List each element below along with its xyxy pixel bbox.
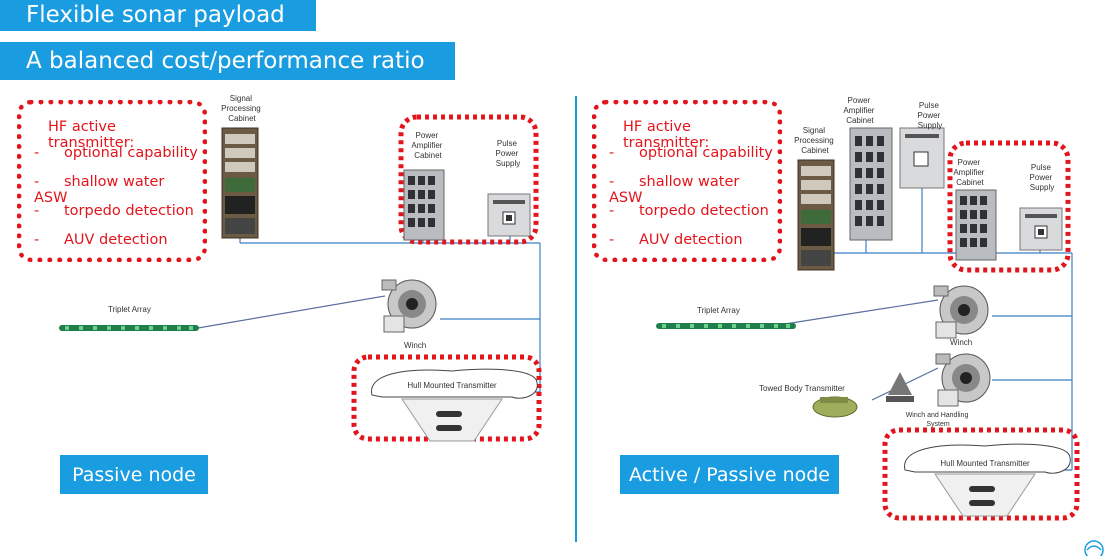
left-triplet-array-label: Triplet Array bbox=[108, 305, 151, 314]
right-winch-handling-system bbox=[935, 353, 991, 407]
list-item: -optional capability bbox=[609, 145, 773, 161]
right-winch bbox=[933, 285, 989, 339]
callout-title: HF active transmitter: bbox=[623, 119, 710, 151]
slide-title: Flexible sonar payload bbox=[0, 0, 316, 31]
left-pulse-power-supply bbox=[487, 193, 531, 237]
right-amp-cabinet-top-label: Power Amplifier Cabinet bbox=[843, 96, 876, 125]
left-winch-label: Winch bbox=[404, 341, 426, 350]
right-winch-label: Winch bbox=[950, 338, 972, 347]
right-power-amplifier-cabinet-top bbox=[849, 127, 893, 241]
panel-divider bbox=[575, 96, 577, 542]
list-item: -torpedo detection bbox=[34, 203, 194, 219]
left-winch bbox=[381, 279, 437, 333]
list-item: -shallow water ASW bbox=[34, 174, 165, 206]
left-signal-cabinet-label: Signal Processing Cabinet bbox=[221, 94, 263, 123]
right-amp-highlight bbox=[947, 140, 1071, 273]
active-passive-node-label: Active / Passive node bbox=[620, 455, 839, 494]
right-winch-handling-label: Winch and Handling System bbox=[906, 412, 971, 428]
right-hull-transmitter-label: Hull Mounted Transmitter bbox=[940, 459, 1030, 468]
left-amp-highlight bbox=[398, 114, 539, 245]
left-triplet-array bbox=[59, 325, 199, 331]
list-item: -AUV detection bbox=[34, 232, 168, 248]
callout-list: -optional capability -shallow water ASW … bbox=[609, 145, 777, 261]
right-hf-transmitter-callout: HF active transmitter: -optional capabil… bbox=[592, 100, 782, 262]
list-item: -AUV detection bbox=[609, 232, 743, 248]
left-hf-transmitter-callout: HF active transmitter: -optional capabil… bbox=[17, 100, 207, 262]
right-pulse-supply-label: Pulse Power Supply bbox=[1030, 163, 1055, 192]
left-cable-network bbox=[197, 222, 541, 393]
right-hull-transmitter bbox=[904, 443, 1071, 517]
left-signal-processing-cabinet bbox=[221, 127, 259, 239]
right-hull-highlight bbox=[882, 427, 1080, 521]
right-power-amplifier-cabinet bbox=[955, 189, 997, 261]
left-power-amplifier-cabinet bbox=[403, 169, 445, 241]
right-triplet-array bbox=[656, 323, 796, 329]
left-hull-transmitter bbox=[371, 368, 538, 442]
right-triplet-array-label: Triplet Array bbox=[697, 306, 740, 315]
right-pulse-power-supply bbox=[1019, 207, 1063, 251]
left-hull-transmitter-label: Hull Mounted Transmitter bbox=[407, 381, 497, 390]
left-amp-cabinet-label: Power Amplifier Cabinet bbox=[411, 131, 444, 160]
right-signal-processing-cabinet bbox=[797, 159, 835, 271]
callout-title: HF active transmitter: bbox=[48, 119, 135, 151]
right-pulse-power-supply-top bbox=[899, 127, 945, 189]
company-logo-icon bbox=[1084, 540, 1104, 556]
right-towed-body bbox=[812, 372, 914, 418]
list-item: -torpedo detection bbox=[609, 203, 769, 219]
right-pulse-supply-top-label: Pulse Power Supply bbox=[918, 101, 943, 130]
right-signal-cabinet-label: Signal Processing Cabinet bbox=[794, 126, 836, 155]
left-pulse-supply-label: Pulse Power Supply bbox=[496, 139, 521, 168]
right-towed-body-label: Towed Body Transmitter bbox=[759, 384, 845, 393]
list-item: -optional capability bbox=[34, 145, 198, 161]
right-amp-cabinet-label: Power Amplifier Cabinet bbox=[953, 158, 986, 187]
list-item: -shallow water ASW bbox=[609, 174, 740, 206]
callout-list: -optional capability -shallow water ASW … bbox=[34, 145, 202, 261]
passive-node-label: Passive node bbox=[60, 455, 208, 494]
slide-subtitle: A balanced cost/performance ratio bbox=[0, 42, 455, 80]
